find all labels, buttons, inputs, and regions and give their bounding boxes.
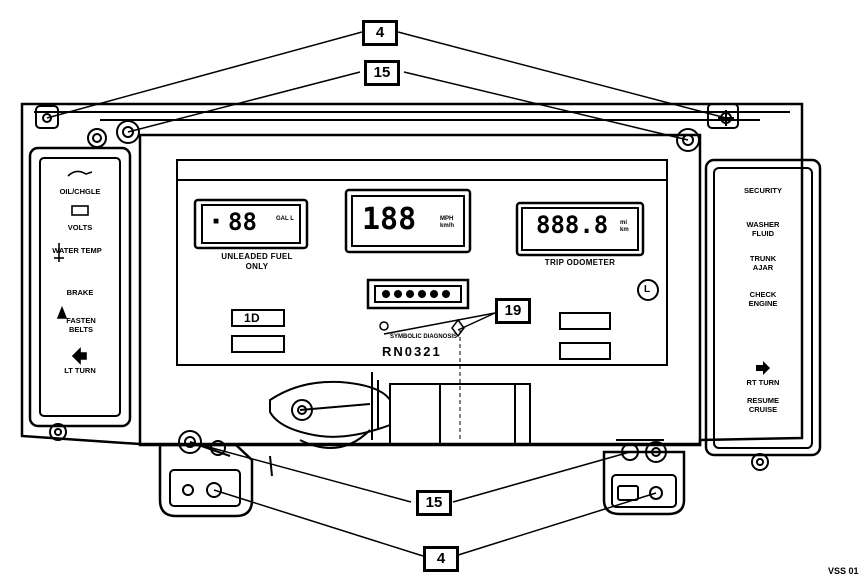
fuel-digits: 88: [228, 208, 257, 236]
fuel-caption: UNLEADED FUEL ONLY: [221, 252, 293, 271]
callout-15-bottom: 15: [416, 490, 452, 516]
fuel-unit: GAL L: [276, 216, 294, 222]
washer-fluid-label: WASHER FLUID: [746, 220, 780, 238]
callout-19: 19: [495, 298, 531, 324]
fuel-icon: ■: [213, 216, 220, 227]
rt-turn-arrow-icon: [756, 361, 770, 375]
check-engine-label: CHECK ENGINE: [748, 290, 778, 308]
callout-4-top: 4: [362, 20, 398, 46]
callout-4-bottom: 4: [423, 546, 459, 572]
oil-label: OIL/CHGLE: [59, 187, 101, 196]
odometer-digits: 888.8: [536, 211, 609, 239]
security-label: SECURITY: [744, 186, 782, 195]
l-marker: L: [644, 284, 651, 295]
volts-label: VOLTS: [67, 223, 93, 232]
water-temp-label: WATER TEMP: [52, 246, 102, 255]
lt-turn-label: LT TURN: [64, 366, 96, 375]
speed-unit: MPH km/h: [440, 216, 455, 229]
button-1d: 1D: [244, 311, 260, 325]
rt-turn-label: RT TURN: [746, 378, 780, 387]
figure-id: VSS 01: [828, 566, 859, 576]
speed-digits: 188: [362, 202, 417, 237]
part-code: RN0321: [382, 344, 442, 359]
trunk-ajar-label: TRUNK AJAR: [749, 254, 777, 272]
callout-15-top: 15: [364, 60, 400, 86]
resume-cruise-label: RESUME CRUISE: [746, 396, 780, 414]
odometer-caption: TRIP ODOMETER: [544, 258, 616, 267]
brake-label: BRAKE: [66, 288, 94, 297]
symbolic-caption: SYMBOLIC DIAGNOSIS: [390, 334, 458, 340]
odometer-unit: mi km: [620, 220, 629, 233]
fasten-belts-label: FASTEN BELTS: [66, 316, 96, 334]
